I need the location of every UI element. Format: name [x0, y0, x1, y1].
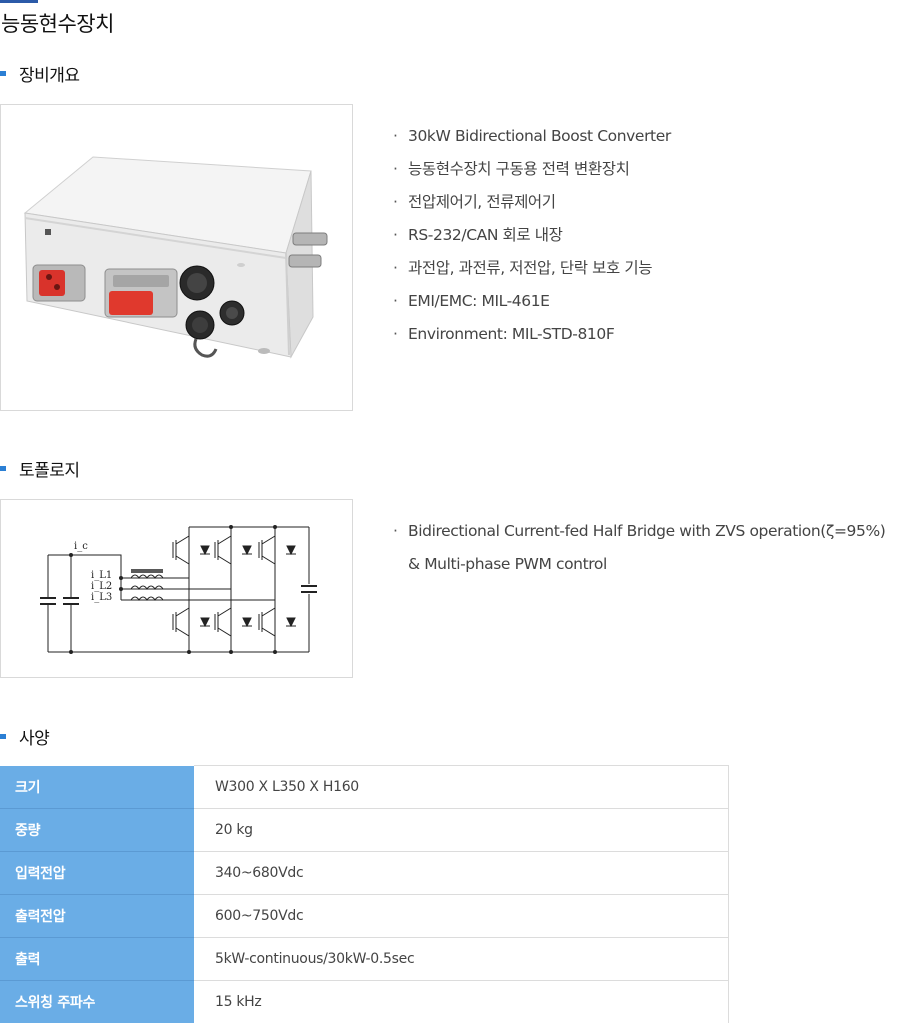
list-item: · Bidirectional Current-fed Half Bridge w…	[393, 515, 886, 548]
overview-heading-label: 장비개요	[19, 65, 80, 86]
spec-key: 출력	[0, 937, 194, 981]
spec-value: 340~680Vdc	[194, 851, 729, 895]
topology-description: · Bidirectional Current-fed Half Bridge w…	[393, 515, 886, 581]
spec-value: 600~750Vdc	[194, 894, 729, 938]
heading-bullet-icon	[0, 70, 6, 76]
list-bullet-spacer	[393, 548, 408, 581]
list-bullet: ·	[393, 193, 398, 211]
spec-key: 스위칭 주파수	[0, 980, 194, 1023]
spec-value: 5kW-continuous/30kW-0.5sec	[194, 937, 729, 981]
spec-value: 20 kg	[194, 808, 729, 852]
spec-key: 크기	[0, 765, 194, 809]
feature-text: EMI/EMC: MIL-461E	[408, 292, 550, 310]
page-title: 능동현수장치	[1, 12, 114, 36]
specs-heading-label: 사양	[19, 728, 50, 749]
il2-label: i_L2	[91, 581, 112, 592]
spec-key: 입력전압	[0, 851, 194, 895]
list-item: · 과전압, 과전류, 저전압, 단락 보호 기능	[393, 252, 671, 285]
heading-bullet-icon	[0, 465, 6, 471]
spec-value: 15 kHz	[194, 980, 729, 1023]
feature-text: 과전압, 과전류, 저전압, 단락 보호 기능	[408, 259, 653, 277]
list-item: · RS-232/CAN 회로 내장	[393, 219, 671, 252]
feature-text: 전압제어기, 전류제어기	[408, 193, 556, 211]
overview-feature-list: · 30kW Bidirectional Boost Converter · 능동현…	[393, 120, 671, 351]
feature-text: 능동현수장치 구동용 전력 변환장치	[408, 160, 630, 178]
spec-key: 중량	[0, 808, 194, 852]
heading-bullet-icon	[0, 733, 6, 739]
il3-label: i_L3	[91, 592, 112, 603]
list-bullet: ·	[393, 226, 398, 244]
list-bullet: ·	[393, 325, 398, 343]
list-item: · Environment: MIL-STD-810F	[393, 318, 671, 351]
feature-text: Environment: MIL-STD-810F	[408, 325, 615, 343]
title-accent-bar	[0, 0, 38, 3]
topology-text: & Multi-phase PWM control	[408, 555, 607, 573]
product-photo	[0, 104, 353, 411]
list-item: & Multi-phase PWM control	[393, 548, 885, 581]
ic-label: i_c	[74, 541, 88, 552]
feature-text: 30kW Bidirectional Boost Converter	[408, 127, 671, 145]
list-item: · 30kW Bidirectional Boost Converter	[393, 120, 671, 153]
spec-key: 출력전압	[0, 894, 194, 938]
list-item: · 전압제어기, 전류제어기	[393, 186, 671, 219]
overview-heading: 장비개요	[0, 61, 80, 86]
list-bullet: ·	[393, 292, 398, 310]
circuit-schematic: i_c i_L1 i_L2 i_L3	[40, 525, 317, 654]
topology-heading-label: 토폴로지	[19, 460, 80, 481]
list-item: · 능동현수장치 구동용 전력 변환장치	[393, 153, 671, 186]
converter-unit-image	[23, 156, 328, 359]
spec-value: W300 X L350 X H160	[194, 765, 729, 809]
list-bullet: ·	[393, 259, 398, 277]
topology-diagram: i_c i_L1 i_L2 i_L3	[0, 499, 353, 678]
list-item: · EMI/EMC: MIL-461E	[393, 285, 671, 318]
list-bullet: ·	[393, 127, 398, 145]
specs-heading: 사양	[0, 724, 50, 749]
il1-label: i_L1	[91, 570, 112, 581]
topology-text: Bidirectional Current-fed Half Bridge wi…	[408, 522, 886, 540]
list-bullet: ·	[393, 160, 398, 178]
topology-heading: 토폴로지	[0, 456, 80, 481]
feature-text: RS-232/CAN 회로 내장	[408, 226, 563, 244]
list-bullet: ·	[393, 522, 398, 540]
